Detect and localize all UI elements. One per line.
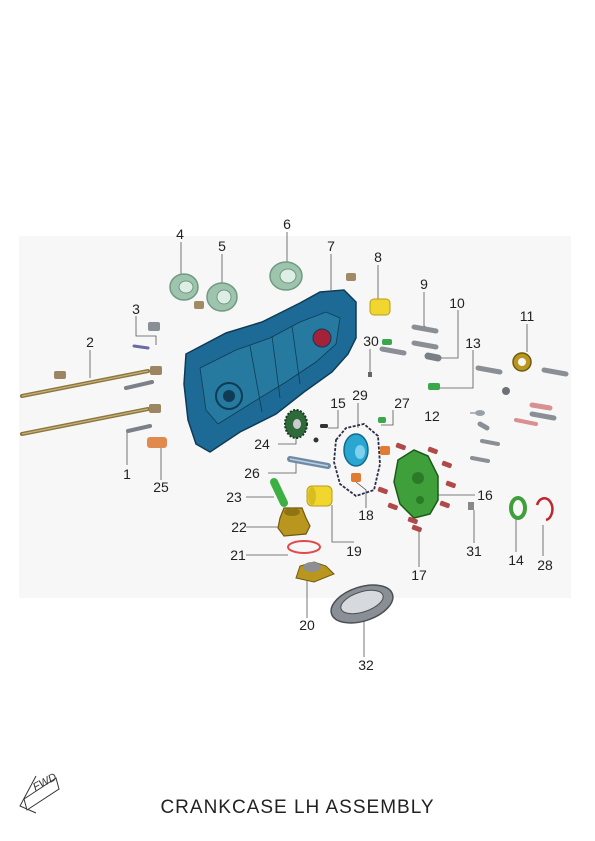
callout-21: 21	[230, 547, 246, 563]
callout-6: 6	[283, 216, 291, 232]
shaft	[287, 456, 331, 469]
cover-bolts	[320, 424, 456, 533]
callout-9: 9	[420, 276, 428, 292]
right-side-parts	[378, 352, 569, 510]
callout-14: 14	[508, 552, 524, 568]
callout-10: 10	[449, 295, 465, 311]
callout-7: 7	[327, 238, 335, 254]
callout-16: 16	[477, 487, 493, 503]
callout-19: 19	[346, 543, 362, 559]
callout-26: 26	[244, 465, 260, 481]
yellow-bushings	[306, 298, 391, 507]
callout-1: 1	[123, 466, 131, 482]
callout-18: 18	[358, 507, 374, 523]
callout-4: 4	[176, 226, 184, 242]
callout-11: 11	[519, 308, 535, 324]
callout-25: 25	[153, 479, 169, 495]
callout-31: 31	[466, 543, 482, 559]
callout-20: 20	[299, 617, 315, 633]
callout-2: 2	[86, 334, 94, 350]
callout-23: 23	[226, 489, 242, 505]
gear	[284, 409, 319, 443]
callout-30: 30	[363, 333, 379, 349]
callout-28: 28	[537, 557, 553, 573]
leader-lines	[89, 232, 544, 657]
bolts-upper-right	[368, 324, 442, 390]
pump-gear	[343, 433, 369, 482]
small-pins	[54, 273, 356, 448]
callout-32: 32	[358, 657, 374, 673]
callout-8: 8	[374, 249, 382, 265]
cover	[393, 449, 439, 519]
large-cover-ring	[330, 584, 394, 624]
callout-29: 29	[352, 387, 368, 403]
diagram-title: CRANKCASE LH ASSEMBLY	[160, 797, 435, 818]
lower-parts	[270, 478, 335, 583]
callout-24: 24	[254, 436, 270, 452]
bearings	[169, 261, 303, 312]
callout-13: 13	[465, 335, 481, 351]
callout-5: 5	[218, 238, 226, 254]
callout-12: 12	[424, 408, 440, 424]
callout-3: 3	[132, 301, 140, 317]
seal-rings	[509, 496, 554, 522]
gasket	[333, 423, 381, 498]
callout-17: 17	[411, 567, 427, 583]
callout-15: 15	[330, 395, 346, 411]
callout-22: 22	[231, 519, 247, 535]
long-studs	[20, 369, 150, 436]
fwd-arrow-icon	[19, 775, 60, 814]
callout-27: 27	[394, 395, 410, 411]
crankcase-lh	[183, 289, 357, 453]
